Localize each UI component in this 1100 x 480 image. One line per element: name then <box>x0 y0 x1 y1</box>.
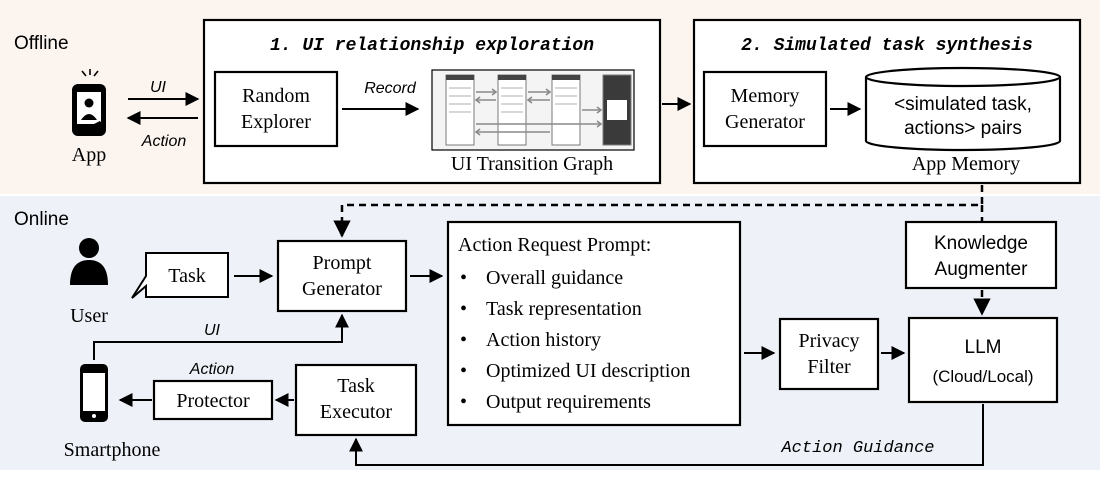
user-label: User <box>70 305 108 327</box>
app-phone-icon <box>72 69 106 136</box>
privacy-filter-box <box>778 317 880 391</box>
memory-to-prompt-dashed-arrow <box>333 185 984 238</box>
ui-transition-graph-screens <box>445 74 632 146</box>
ui-arrow-label: UI <box>150 79 167 96</box>
action-label: Action <box>189 361 235 378</box>
action-request-prompt-title: Action Request Prompt: <box>458 234 651 256</box>
knowledge-augmenter-box <box>904 220 1058 290</box>
privacy-filter-line1: Privacy <box>798 330 859 352</box>
smartphone-label: Smartphone <box>64 439 161 461</box>
prompt-generator-line2: Generator <box>302 278 382 300</box>
online-section-label: Online <box>14 209 69 230</box>
action-arrow-label: Action <box>141 133 187 150</box>
action-guidance-arrow <box>349 404 984 466</box>
memory-generator-line1: Memory <box>731 85 800 107</box>
knowledge-augmenter-line2: Augmenter <box>935 259 1029 280</box>
random-explorer-box <box>213 70 339 148</box>
app-label: App <box>72 144 106 166</box>
prompt-item-bullet: • <box>460 298 467 320</box>
task-synthesis-title: 2. Simulated task synthesis <box>741 36 1033 56</box>
prompt-item: Output requirements <box>486 391 651 413</box>
task-label: Task <box>168 265 205 287</box>
memory-pairs-line1: <simulated task, <box>894 94 1032 115</box>
user-icon <box>70 238 108 285</box>
llm-box <box>907 316 1059 404</box>
llm-sub-label: (Cloud/Local) <box>932 367 1033 386</box>
protector-label: Protector <box>176 390 250 412</box>
memory-generator-box <box>702 70 828 148</box>
prompt-item-bullet: • <box>460 360 467 382</box>
task-executor-line2: Executor <box>320 401 393 423</box>
prompt-items-list: • Overall guidance • Task representation… <box>460 267 690 413</box>
knowledge-augmenter-line1: Knowledge <box>934 233 1028 254</box>
ui-exploration-title: 1. UI relationship exploration <box>270 36 594 56</box>
prompt-item-bullet: • <box>460 329 467 351</box>
prompt-item-bullet: • <box>460 391 467 413</box>
task-executor-line1: Task <box>337 375 374 397</box>
privacy-filter-line2: Filter <box>807 356 851 378</box>
random-explorer-line1: Random <box>242 85 310 107</box>
app-memory-caption: App Memory <box>912 153 1020 175</box>
app-memory-cylinder <box>864 66 1062 152</box>
ui-transition-graph-caption: UI Transition Graph <box>451 153 613 175</box>
prompt-item-bullet: • <box>460 267 467 289</box>
prompt-item: Optimized UI description <box>486 360 690 382</box>
prompt-generator-box <box>276 239 408 313</box>
task-bubble <box>131 252 229 299</box>
record-label: Record <box>364 80 417 97</box>
ui-feedback-label: UI <box>204 322 221 339</box>
prompt-generator-line1: Prompt <box>313 252 372 274</box>
prompt-item: Action history <box>486 329 601 351</box>
memory-generator-line2: Generator <box>725 111 805 133</box>
action-guidance-label: Action Guidance <box>780 439 934 458</box>
action-request-prompt-box <box>446 220 742 427</box>
smartphone-ui-feedback-arrow <box>93 313 349 360</box>
random-explorer-line2: Explorer <box>241 111 311 133</box>
memory-pairs-line2: actions> pairs <box>904 118 1022 139</box>
task-executor-box <box>294 363 418 437</box>
offline-section-label: Offline <box>14 33 69 54</box>
protector-box <box>152 379 274 421</box>
smartphone-icon <box>80 364 108 422</box>
prompt-item: Task representation <box>486 298 642 320</box>
llm-label: LLM <box>965 337 1002 358</box>
prompt-item: Overall guidance <box>486 267 623 289</box>
